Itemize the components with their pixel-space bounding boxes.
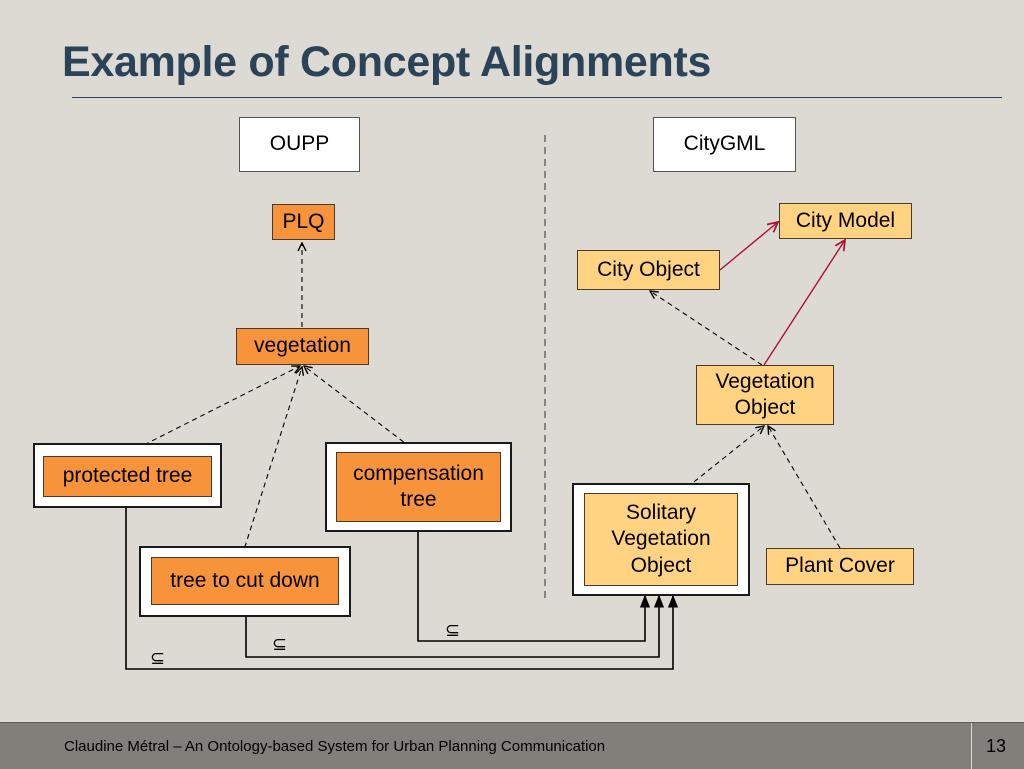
align-protected-tree xyxy=(125,508,679,670)
concept-city-object: City Object xyxy=(577,250,720,290)
isa-plant-cover-vegetation-object xyxy=(768,426,841,549)
oupp-header: OUPP xyxy=(239,117,360,172)
alignment-symbol-tree-to-cut-down: ⊆ xyxy=(272,634,288,655)
assoc-vegetation-object-city-model xyxy=(763,240,845,366)
title-rule xyxy=(72,97,1002,98)
align-tree-to-cut-down xyxy=(245,594,665,658)
slide-title: Example of Concept Alignments xyxy=(62,38,712,86)
concept-plant-cover: Plant Cover xyxy=(766,548,914,585)
slide-footer: Claudine Métral – An Ontology-based Syst… xyxy=(0,722,1024,769)
isa-compensation-tree-vegetation xyxy=(304,366,419,454)
concept-vegetation: vegetation xyxy=(236,328,369,365)
citygml-header: CityGML xyxy=(653,117,796,172)
isa-protected-tree-vegetation xyxy=(127,366,300,454)
alignment-symbol-compensation-tree: ⊆ xyxy=(445,620,461,641)
concept-tree-to-cut-down: tree to cut down xyxy=(151,557,339,605)
isa-tree-to-cut-down-vegetation xyxy=(241,367,302,557)
assoc-city-object-city-model xyxy=(719,222,778,271)
align-compensation-tree xyxy=(417,522,651,642)
concept-solitary-vegetation-object: Solitary Vegetation Object xyxy=(584,493,738,586)
isa-vegetation-object-city-object xyxy=(650,291,763,366)
alignment-symbol-protected-tree: ⊆ xyxy=(150,648,166,669)
concept-city-model: City Model xyxy=(779,203,912,239)
concept-plq: PLQ xyxy=(272,204,335,240)
footer-divider xyxy=(971,723,972,769)
concept-vegetation-object: Vegetation Object xyxy=(696,365,834,425)
page-number: 13 xyxy=(986,736,1007,756)
concept-compensation-tree: compensation tree xyxy=(336,452,501,522)
concept-diagram xyxy=(125,135,1024,670)
footer-text: Claudine Métral – An Ontology-based Syst… xyxy=(64,738,606,755)
concept-protected-tree: protected tree xyxy=(43,456,212,497)
